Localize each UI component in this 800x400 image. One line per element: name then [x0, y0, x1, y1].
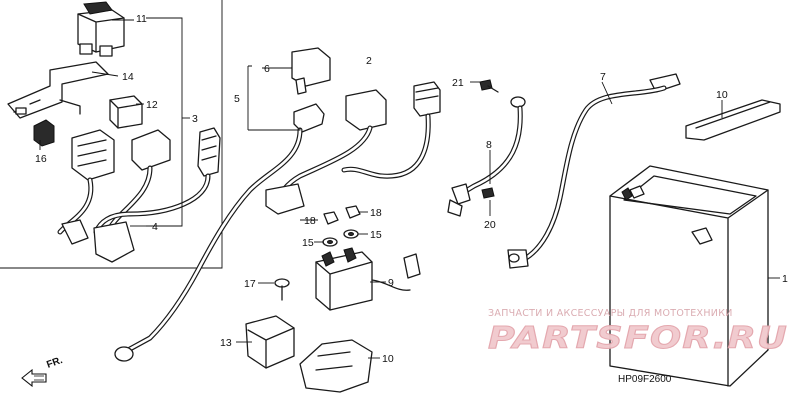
- part-harness-3: [57, 127, 221, 263]
- diagram-code: HP09F2600: [618, 374, 672, 385]
- front-direction-marker: FR.: [21, 355, 64, 388]
- part-band-19: [685, 99, 781, 141]
- part-cable-5: [114, 47, 331, 362]
- callout-15-left: 15: [302, 237, 314, 249]
- callout-8: 8: [486, 139, 492, 151]
- callout-labels: 11 14 12 3 16 4 6 5 2 18 18 15 15 9 17 1…: [35, 13, 788, 365]
- part-cable-2: [265, 81, 441, 215]
- part-cover-10-lower: [299, 339, 373, 393]
- callout-20: 20: [484, 219, 496, 231]
- part-battery-1: [609, 165, 769, 387]
- watermark: ЗАПЧАСТИ И АКСЕССУАРЫ ДЛЯ МОТОТЕХНИКИ PA…: [488, 308, 788, 357]
- callout-1: 1: [782, 273, 788, 285]
- part-bolt-21: [479, 79, 499, 93]
- part-relay-11: [77, 1, 125, 57]
- callout-17: 17: [244, 278, 256, 290]
- callout-18-right: 18: [370, 207, 382, 219]
- callout-5: 5: [234, 93, 240, 105]
- callout-2: 2: [366, 55, 372, 67]
- callout-14: 14: [122, 71, 134, 83]
- callout-10-upper: 10: [716, 89, 728, 101]
- callout-7: 7: [600, 71, 606, 83]
- watermark-logo: PARTSFOR.RU: [488, 321, 788, 356]
- leader-lines: [39, 17, 780, 359]
- callout-16: 16: [35, 153, 47, 165]
- part-cover-13: [245, 315, 295, 369]
- part-washers-15: [322, 229, 359, 247]
- callout-3: 3: [192, 113, 198, 125]
- inset-frame: [0, 0, 223, 269]
- callout-9: 9: [388, 277, 394, 289]
- part-cable-8: [447, 96, 526, 217]
- front-direction-label: FR.: [45, 355, 64, 371]
- part-bracket-14: [7, 61, 109, 119]
- watermark-tagline: ЗАПЧАСТИ И АКСЕССУАРЫ ДЛЯ МОТОТЕХНИКИ: [488, 308, 733, 319]
- callout-15-right: 15: [370, 229, 382, 241]
- callout-6: 6: [264, 63, 270, 75]
- callout-13: 13: [220, 337, 232, 349]
- callout-11: 11: [136, 13, 147, 25]
- front-arrow-icon: [21, 368, 47, 388]
- part-bolt-17: [274, 278, 290, 301]
- part-cable-7: [507, 73, 681, 269]
- callout-10-lower: 10: [382, 353, 394, 365]
- callout-18-left: 18: [304, 215, 316, 227]
- callout-4: 4: [152, 221, 158, 233]
- part-relay-12: [109, 95, 143, 129]
- part-clip-16: [33, 119, 55, 147]
- callout-21: 21: [452, 77, 464, 89]
- callout-12: 12: [146, 99, 158, 111]
- part-nuts-18: [323, 205, 361, 225]
- part-starter-relay-9: [315, 247, 421, 311]
- part-nut-20: [481, 187, 495, 199]
